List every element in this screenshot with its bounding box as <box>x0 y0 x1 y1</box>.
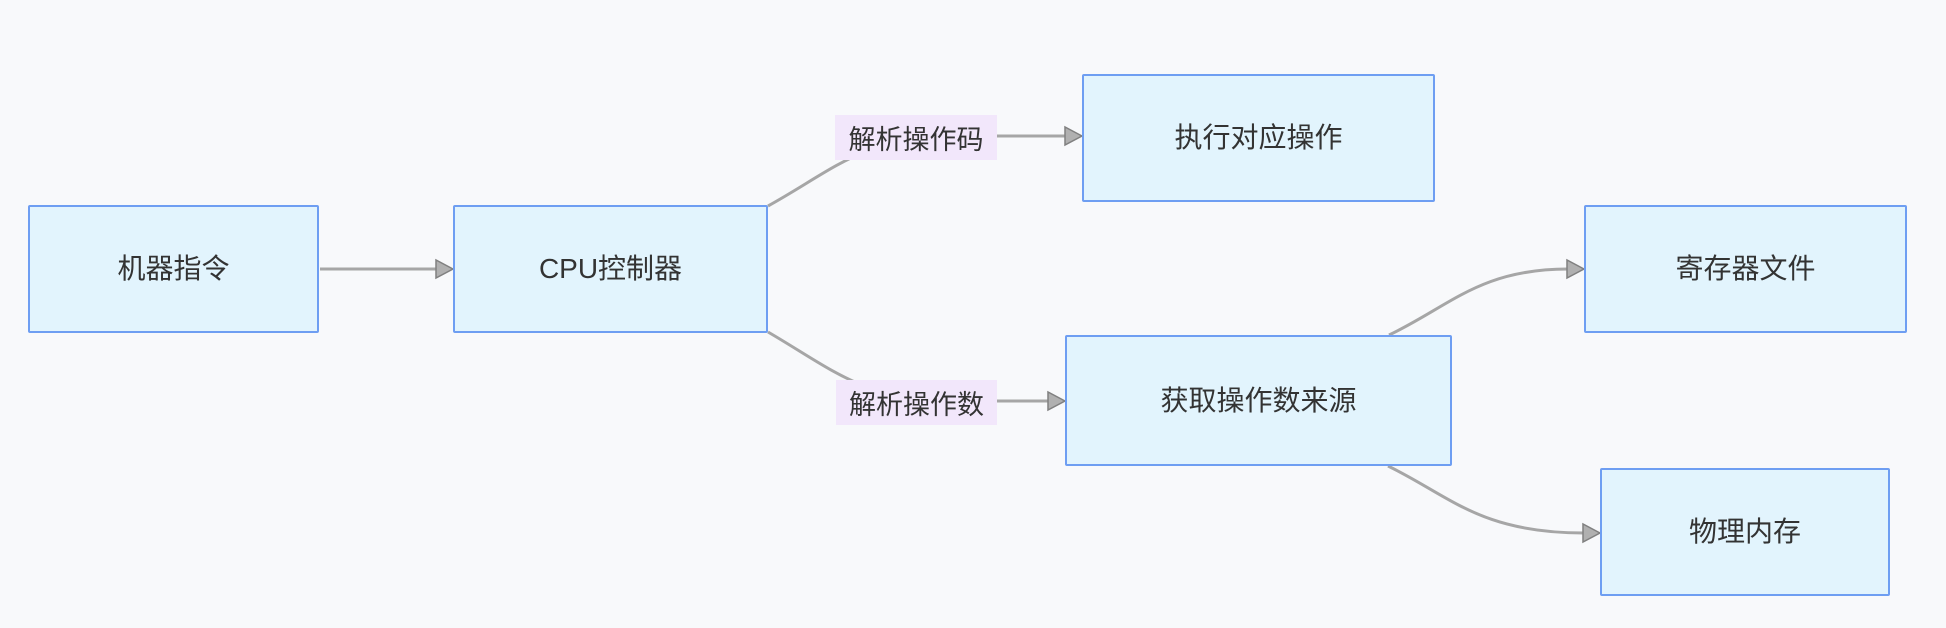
arrowhead-icon <box>1582 522 1602 544</box>
node-label: 获取操作数来源 <box>1160 384 1357 416</box>
edge-label-parse-opcode: 解析操作码 <box>835 115 997 160</box>
node-cpu-controller: CPU控制器 <box>453 205 768 333</box>
node-label: 寄存器文件 <box>1675 253 1816 285</box>
node-label: 物理内存 <box>1688 516 1801 548</box>
node-machine-instruction: 机器指令 <box>28 205 319 333</box>
edge-label-parse-operand: 解析操作数 <box>836 380 997 425</box>
node-label: 机器指令 <box>117 253 230 285</box>
edge-operand-source-to-register <box>1388 267 1569 337</box>
edge-label-text: 解析操作数 <box>849 390 984 420</box>
node-physical-memory: 物理内存 <box>1600 468 1890 596</box>
node-label: 执行对应操作 <box>1174 122 1343 154</box>
arrowhead-icon <box>1064 125 1084 147</box>
edge-label-text: 解析操作码 <box>848 125 984 155</box>
arrowhead-icon <box>435 258 455 280</box>
edge-operand-source-to-memory <box>1387 464 1585 535</box>
arrowhead-icon <box>1566 258 1586 280</box>
node-execute-operation: 执行对应操作 <box>1082 74 1435 202</box>
node-operand-source: 获取操作数来源 <box>1065 335 1452 466</box>
node-label: CPU控制器 <box>538 253 683 285</box>
node-register-file: 寄存器文件 <box>1584 205 1907 333</box>
arrowhead-icon <box>1047 390 1067 412</box>
